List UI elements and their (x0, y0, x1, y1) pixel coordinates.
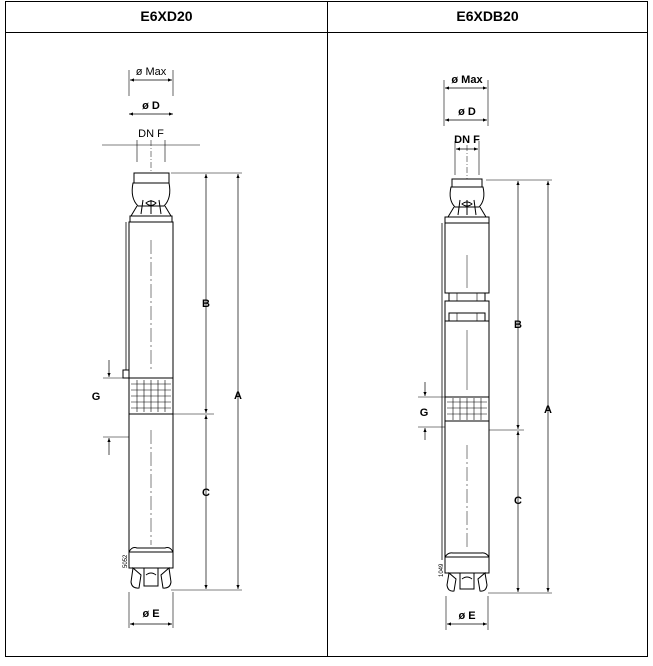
dn-f-label: DN F (138, 128, 164, 140)
dimension-c-label: C (202, 487, 210, 499)
table-frame (5, 1, 648, 657)
e-diameter-label: ø E (142, 608, 159, 620)
dimension-b-label: B (202, 298, 210, 310)
dimension-g-label: G (420, 407, 429, 419)
dimension-g-label: G (92, 391, 101, 403)
drawing-code-label: 5052 (123, 554, 129, 568)
dimension-a-label: A (234, 390, 242, 402)
d-diameter-label: ø D (458, 106, 476, 118)
column-header-e6xd20: E6XD20 (140, 8, 193, 24)
dn-f-label: DN F (454, 134, 480, 146)
dimension-c-label: C (514, 495, 522, 507)
dimension-b-label: B (514, 319, 522, 331)
drawing-code-label: 1049 (439, 563, 445, 577)
max-diameter-label: ø Max (451, 74, 483, 86)
e-diameter-label: ø E (458, 610, 475, 622)
dimension-a-label: A (544, 404, 552, 416)
column-header-e6xdb20: E6XDB20 (456, 8, 519, 24)
d-diameter-label: ø D (142, 100, 160, 112)
pump-drawing-e6xdb20 (418, 80, 552, 630)
max-diameter-label: ø Max (136, 66, 167, 78)
pump-drawing-e6xd20 (102, 70, 242, 628)
